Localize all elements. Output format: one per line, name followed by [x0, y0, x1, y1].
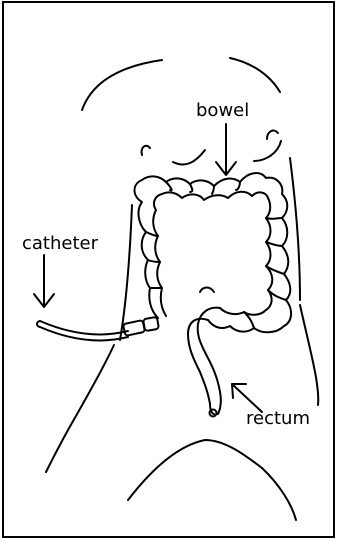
catheter-label: catheter	[22, 233, 99, 254]
left-chest-line	[173, 150, 205, 165]
right-nipple	[267, 131, 278, 139]
haustra-mark	[212, 186, 214, 194]
right-side-upper	[290, 158, 300, 300]
haustra-mark	[190, 184, 192, 192]
torso-outline	[46, 58, 318, 520]
sigmoid-outer	[188, 319, 214, 414]
catheter-connector-tip	[143, 317, 159, 331]
right-shoulder-line	[230, 58, 280, 92]
catheter-connector	[123, 320, 145, 336]
bowel-shape	[135, 173, 292, 416]
colon-inner-contour	[153, 192, 272, 316]
catheter-group	[37, 317, 159, 341]
haustra-mark	[166, 182, 172, 190]
groin-line	[128, 440, 262, 500]
right-leg-line	[262, 468, 296, 520]
haustra-mark	[266, 218, 282, 219]
left-shoulder-line	[82, 60, 162, 110]
right-side-lower	[300, 305, 318, 405]
bowel-label: bowel	[196, 100, 249, 121]
haustra-mark	[236, 182, 240, 190]
left-nipple	[142, 146, 150, 155]
catheter-tube-end	[37, 321, 40, 327]
left-side-upper	[120, 205, 132, 340]
right-chest-line	[254, 141, 281, 161]
navel	[200, 288, 214, 293]
arrows	[34, 124, 262, 412]
left-side-lower	[46, 345, 114, 472]
rectum-label: rectum	[246, 408, 310, 429]
